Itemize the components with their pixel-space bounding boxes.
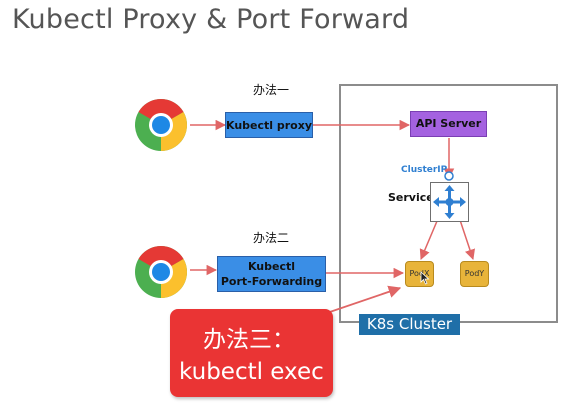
chrome-icon — [135, 99, 187, 151]
kubectl-proxy-label: Kubectl proxy — [226, 118, 312, 132]
service-icon — [430, 182, 469, 222]
k8s-cluster-label: K8s Cluster — [359, 314, 460, 335]
page-title: Kubectl Proxy & Port Forward — [12, 4, 410, 35]
method-two-label: 办法二 — [253, 231, 290, 245]
service-label: Service — [388, 191, 434, 204]
callout-line2: kubectl exec — [179, 359, 324, 385]
arrow-callout-to-podx — [317, 285, 402, 317]
pod-x: PodX — [405, 261, 434, 287]
port-forwarding-box: Kubectl Port-Forwarding — [217, 256, 326, 292]
kubectl-proxy-box: Kubectl proxy — [225, 112, 313, 138]
mouse-cursor-icon — [420, 271, 430, 285]
callout-line1: 办法三： — [203, 327, 295, 353]
port-forwarding-line1: Kubectl — [247, 260, 296, 273]
chrome-icon — [135, 246, 187, 298]
api-server-box: API Server — [410, 111, 487, 137]
clusterip-dot — [444, 171, 454, 181]
method-one-label: 办法一 — [253, 83, 290, 97]
method-three-callout: 办法三： kubectl exec — [170, 309, 333, 397]
port-forwarding-line2: Port-Forwarding — [220, 275, 323, 288]
pod-y: PodY — [460, 261, 489, 287]
clusterip-label: ClusterIP — [401, 165, 448, 175]
